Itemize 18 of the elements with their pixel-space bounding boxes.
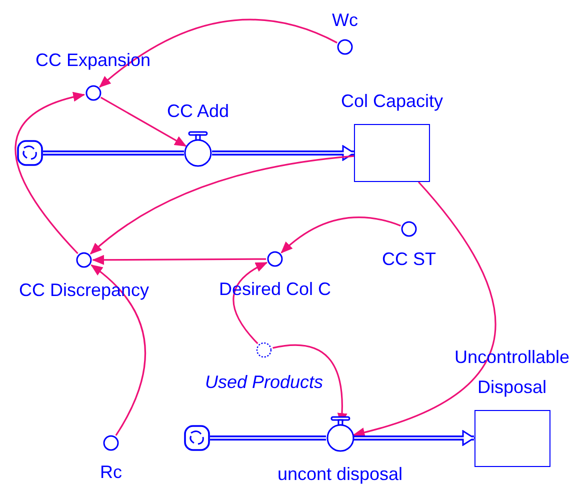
causal-link-arrow [98, 19, 338, 88]
variable-label: uncont disposal [277, 464, 403, 484]
variable-label: Wc [332, 10, 358, 30]
causal-link-arrow [352, 181, 496, 437]
variable-label: CC ST [382, 249, 436, 269]
variable-label: Used Products [204, 372, 324, 392]
causal-link-arrow [90, 155, 354, 254]
variable-label: CC Add [166, 101, 230, 121]
causal-link-arrow [280, 216, 401, 254]
flow-pipe [43, 150, 184, 156]
variable-label: Col Capacity [340, 91, 444, 111]
flow-pipe [212, 145, 355, 161]
flow-pipe [354, 430, 475, 446]
variable-label: Rc [100, 462, 122, 482]
causal-link-arrow [100, 96, 187, 147]
causal-link-arrow [14, 92, 86, 254]
causal-link-arrow [92, 254, 266, 265]
flow-pipe [210, 436, 326, 440]
